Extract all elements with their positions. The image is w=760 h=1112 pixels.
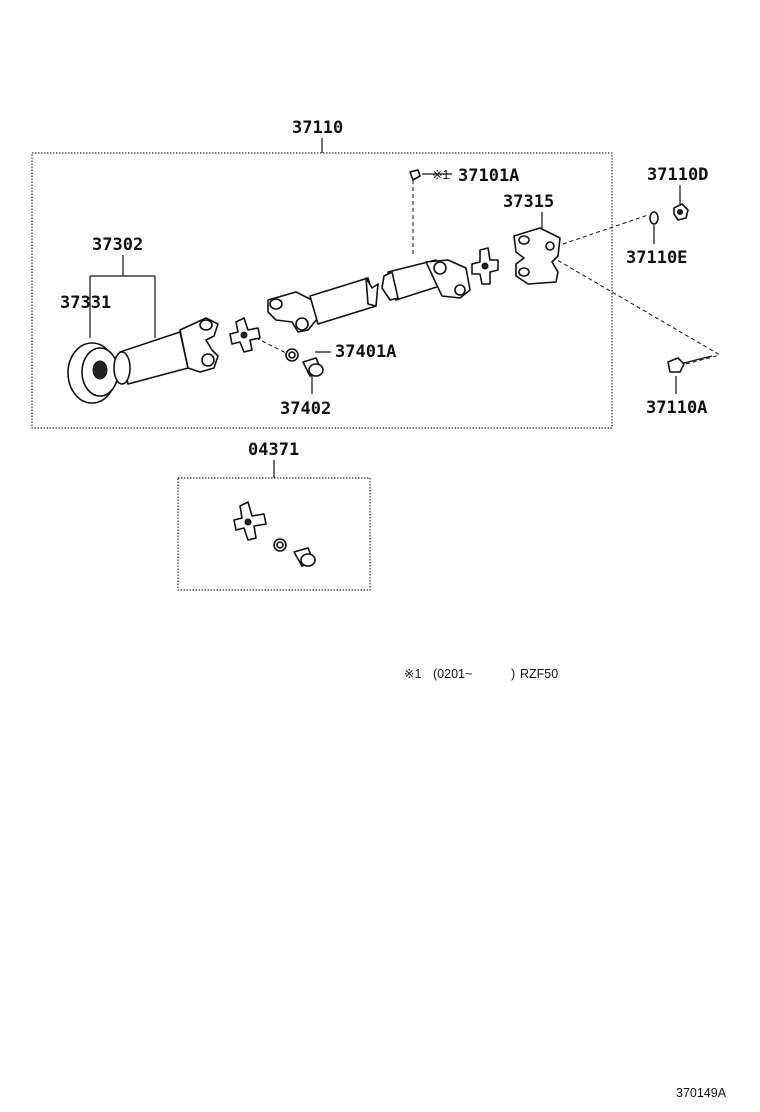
label-04371: 04371: [248, 440, 299, 460]
spider-kit-spider: [233, 501, 267, 541]
spider-kit-box: [177, 477, 371, 591]
label-37110E: 37110E: [626, 248, 687, 268]
universal-joint-spider-right: [471, 247, 499, 285]
label-37110A: 37110A: [646, 398, 707, 418]
label-37331: 37331: [60, 293, 111, 313]
label-37315: 37315: [503, 192, 554, 212]
label-37101A: 37101A: [458, 166, 519, 186]
nut-part: [673, 203, 689, 221]
label-37110: 37110: [292, 118, 343, 138]
spider-kit-snap-ring: [273, 538, 287, 552]
yoke-shaft-part: [113, 317, 219, 385]
propeller-shaft-tube: [267, 277, 379, 333]
universal-joint-spider-left: [229, 317, 261, 353]
diagram-id: 370149A: [676, 1086, 727, 1100]
bolt-part: [667, 355, 713, 373]
label-37110D: 37110D: [647, 165, 708, 185]
label-37401A: 37401A: [335, 342, 396, 362]
label-37402: 37402: [280, 399, 331, 419]
main-assembly-box: [31, 152, 613, 429]
snap-ring-part: [285, 348, 299, 362]
flange-yoke-part: [513, 227, 561, 285]
slip-yoke-tube: [381, 259, 471, 301]
bearing-cup-part: [302, 357, 324, 377]
assembly-lines: [255, 180, 721, 365]
footnote-open: (0201~: [433, 667, 472, 681]
label-37302: 37302: [92, 235, 143, 255]
leader-lines: [89, 138, 681, 478]
label-note-marker: ※1: [432, 168, 449, 182]
slip-yoke-seal-part: [409, 169, 421, 181]
washer-part: [649, 211, 659, 225]
center-bearing-part: [67, 342, 119, 404]
footnote-model: RZF50: [520, 667, 558, 681]
footnote-marker: ※1: [404, 667, 421, 681]
spider-kit-bearing-cup: [293, 547, 316, 567]
footnote-close: ): [511, 667, 515, 681]
